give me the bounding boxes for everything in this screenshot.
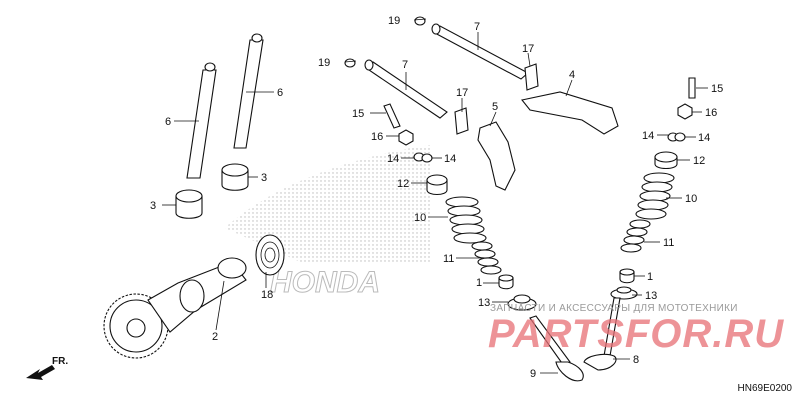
callout-1-left: 1 — [476, 277, 482, 289]
spring-seat-right — [610, 286, 638, 300]
pushrod-right — [233, 33, 264, 149]
front-direction-arrow: FR. — [26, 356, 68, 380]
inner-spring-right — [620, 219, 651, 253]
cotter-right-b — [674, 132, 686, 142]
cotter-left-b — [421, 153, 433, 163]
spring-seat-left — [507, 294, 537, 311]
callout-13-right: 13 — [645, 290, 657, 302]
outer-spring-left — [445, 196, 487, 244]
rocker-arm-4 — [521, 91, 619, 135]
honda-wing-watermark: HONDA — [225, 145, 430, 300]
callout-7-front: 7 — [402, 59, 408, 71]
callout-11-left: 11 — [443, 253, 454, 265]
callout-17-rear: 17 — [522, 43, 534, 55]
callout-15-left: 15 — [352, 108, 364, 120]
callout-10-right: 10 — [685, 193, 697, 205]
camshaft — [103, 257, 247, 359]
washer-19-a — [344, 58, 356, 68]
valve-9 — [529, 315, 584, 382]
lock-nut-left — [398, 129, 414, 146]
callout-19-rear: 19 — [388, 15, 400, 27]
lifter-right — [221, 163, 249, 191]
watermark-caption: ЗАПЧАСТИ И АКСЕССУАРЫ ДЛЯ МОТОТЕХНИКИ — [490, 303, 738, 314]
callout-3-right: 3 — [261, 172, 267, 184]
lock-nut-right — [677, 103, 693, 120]
honda-logo-text: HONDA — [270, 266, 380, 299]
callout-16-left: 16 — [371, 131, 383, 143]
callout-14-b: 14 — [444, 153, 456, 165]
callout-12-left: 12 — [397, 178, 409, 190]
callout-10-left: 10 — [414, 212, 426, 224]
valve-seal-left-top — [498, 274, 514, 282]
rocker-arm-5 — [477, 121, 516, 191]
callout-3-left: 3 — [150, 200, 156, 212]
callout-14-a: 14 — [387, 153, 399, 165]
leader-lines — [162, 18, 708, 374]
callout-labels: 1 1 2 3 3 4 5 6 6 7 7 8 9 10 10 11 11 12… — [150, 15, 723, 380]
valve-seal-right-top — [619, 268, 635, 276]
spring-retainer-right — [654, 151, 678, 170]
callout-11-right: 11 — [663, 237, 674, 249]
spring-retainer-left — [426, 174, 448, 196]
callout-14-c: 14 — [642, 130, 654, 142]
callout-18: 18 — [261, 289, 273, 301]
pushrod-left — [186, 62, 217, 179]
callout-13-left: 13 — [478, 297, 490, 309]
callout-7-rear: 7 — [474, 21, 480, 33]
watermark-brand: PARTSFOR.RU — [488, 312, 785, 356]
callout-6-right: 6 — [277, 87, 283, 99]
callout-2: 2 — [212, 331, 218, 343]
clip-17-a — [454, 107, 469, 135]
camshaft-bearing — [255, 234, 285, 276]
callout-15-right: 15 — [711, 83, 723, 95]
callout-8: 8 — [633, 354, 639, 366]
diagram-code: HN69E0200 — [737, 383, 792, 394]
callout-17-front: 17 — [456, 87, 468, 99]
callout-4: 4 — [569, 69, 575, 81]
callout-6-left: 6 — [165, 116, 171, 128]
callout-14-d: 14 — [698, 132, 710, 144]
callout-9: 9 — [530, 368, 536, 380]
rocker-shaft-front — [364, 59, 448, 119]
adjust-screw-right — [688, 77, 696, 99]
washer-19-b — [414, 16, 426, 26]
outer-spring-right — [635, 172, 675, 220]
adjust-screw-left — [383, 103, 401, 129]
callout-16-right: 16 — [705, 107, 717, 119]
clip-17-b — [524, 63, 539, 91]
front-direction-label: FR. — [52, 356, 68, 367]
callout-1-right: 1 — [647, 271, 653, 283]
inner-spring-left — [471, 241, 502, 275]
valve-8 — [583, 297, 621, 371]
callout-19-front: 19 — [318, 57, 330, 69]
callout-5: 5 — [492, 101, 498, 113]
callout-12-right: 12 — [693, 155, 705, 167]
lifter-left — [175, 189, 203, 219]
